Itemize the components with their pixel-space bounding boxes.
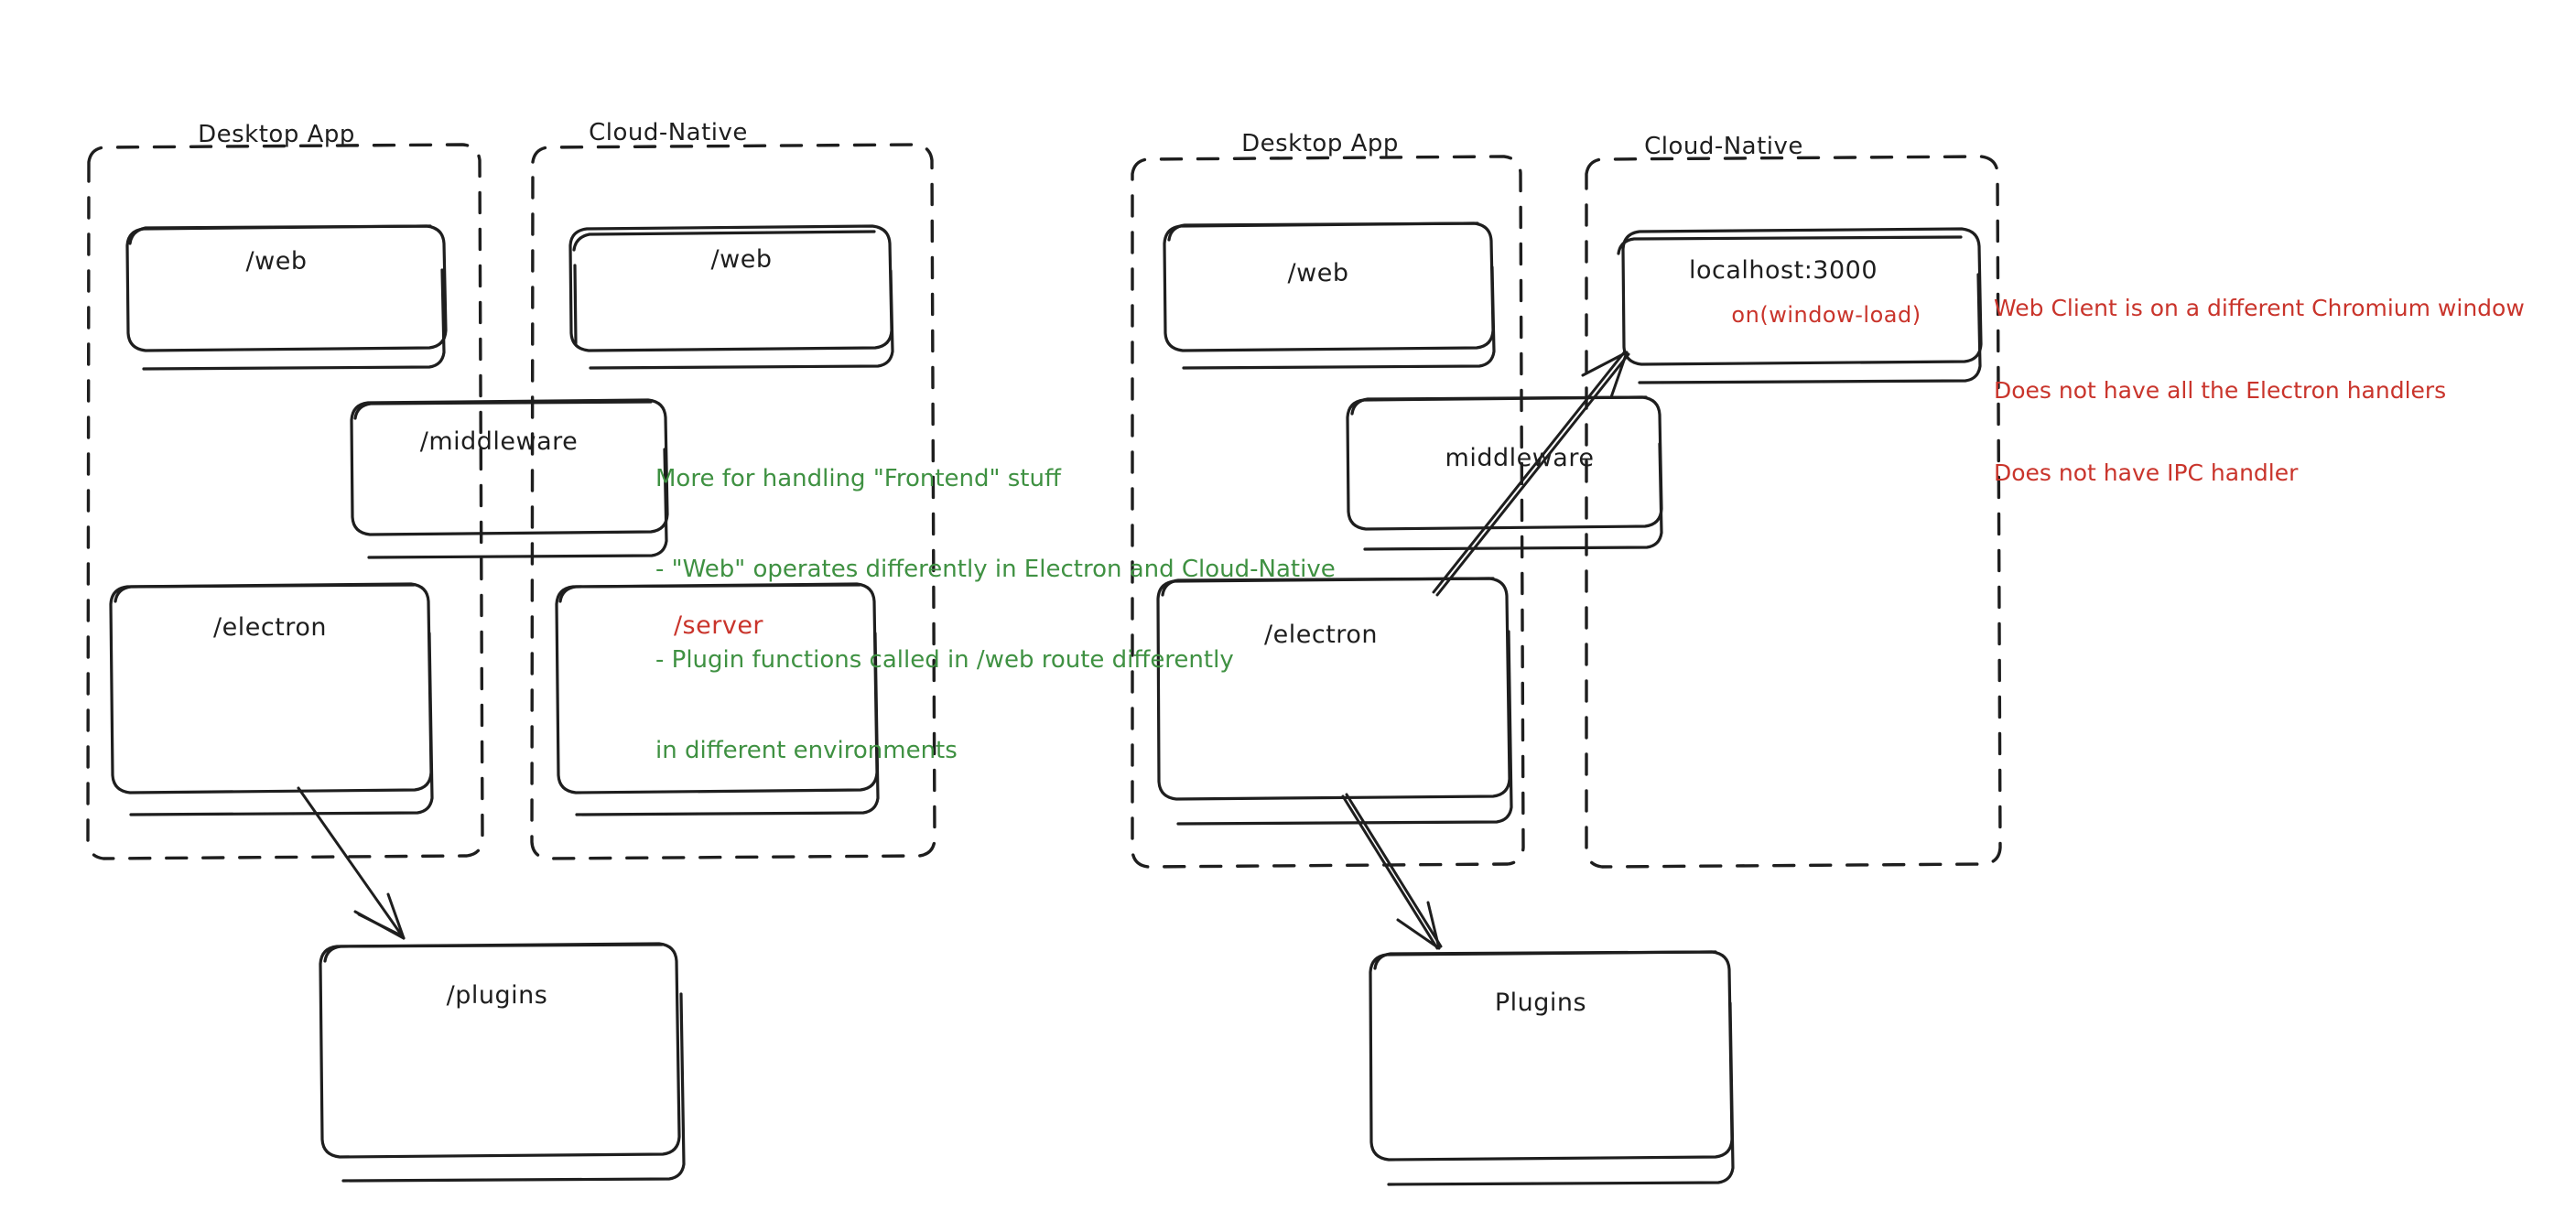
annotation-green-line-3: - Plugin functions called in /web route … xyxy=(655,646,1234,674)
group-title-right-desktop: Desktop App xyxy=(1241,130,1399,157)
node-shape-left-cloud-web[interactable] xyxy=(568,224,894,370)
node-sublabel-right-localhost: on(window-load) xyxy=(1731,302,1921,328)
group-border-left-cloud xyxy=(530,143,936,860)
node-label-right-localhost: localhost:3000 xyxy=(1688,256,1878,285)
node-shape-right-middleware[interactable] xyxy=(1346,395,1663,551)
group-border-left-desktop xyxy=(86,143,484,860)
group-title-left-desktop: Desktop App xyxy=(198,121,355,148)
node-shape-right-plugins[interactable] xyxy=(1369,950,1735,1186)
annotation-green-line-1: More for handling "Frontend" stuff xyxy=(655,465,1061,492)
group-border-right-desktop xyxy=(1131,155,1525,869)
node-label-right-plugins: Plugins xyxy=(1494,989,1587,1017)
node-label-left-cloud-web: /web xyxy=(710,245,773,274)
node-label-right-electron: /electron xyxy=(1264,621,1378,649)
node-label-left-desktop-web: /web xyxy=(245,247,308,276)
annotation-green-line-2: - "Web" operates differently in Electron… xyxy=(655,556,1336,583)
node-shape-left-electron[interactable] xyxy=(109,582,434,816)
node-label-left-electron: /electron xyxy=(213,613,327,642)
node-shape-right-desktop-web[interactable] xyxy=(1163,222,1496,370)
arrow-right-electron-to-plugins xyxy=(1341,793,1443,950)
node-shape-left-server[interactable] xyxy=(555,582,880,816)
node-label-left-plugins: /plugins xyxy=(446,981,548,1010)
node-shape-right-electron[interactable] xyxy=(1156,577,1513,826)
node-label-left-server: /server xyxy=(673,611,764,640)
node-label-right-middleware: middleware xyxy=(1445,444,1595,472)
annotation-red-line-3: Does not have IPC handler xyxy=(1994,459,2299,486)
node-shape-left-middleware[interactable] xyxy=(350,398,669,559)
node-shape-left-desktop-web[interactable] xyxy=(125,224,448,371)
node-shape-right-localhost[interactable] xyxy=(1617,227,1983,384)
arrow-left-electron-to-plugins xyxy=(297,786,406,940)
arrow-right-electron-to-localhost xyxy=(1432,350,1630,597)
node-shape-left-plugins[interactable] xyxy=(319,942,686,1183)
node-label-left-middleware: /middleware xyxy=(419,427,579,456)
annotation-green: More for handling "Frontend" stuff - "We… xyxy=(655,404,1336,827)
annotation-green-line-4: in different environments xyxy=(655,737,958,764)
annotation-red-line-2: Does not have all the Electron handlers xyxy=(1994,377,2447,404)
annotation-red: Web Client is on a different Chromium wi… xyxy=(1994,240,2525,542)
node-label-right-desktop-web: /web xyxy=(1287,259,1349,287)
annotation-red-line-1: Web Client is on a different Chromium wi… xyxy=(1994,295,2525,321)
group-title-right-cloud: Cloud-Native xyxy=(1644,133,1803,160)
group-border-right-cloud xyxy=(1585,155,2002,869)
group-title-left-cloud: Cloud-Native xyxy=(589,119,748,146)
